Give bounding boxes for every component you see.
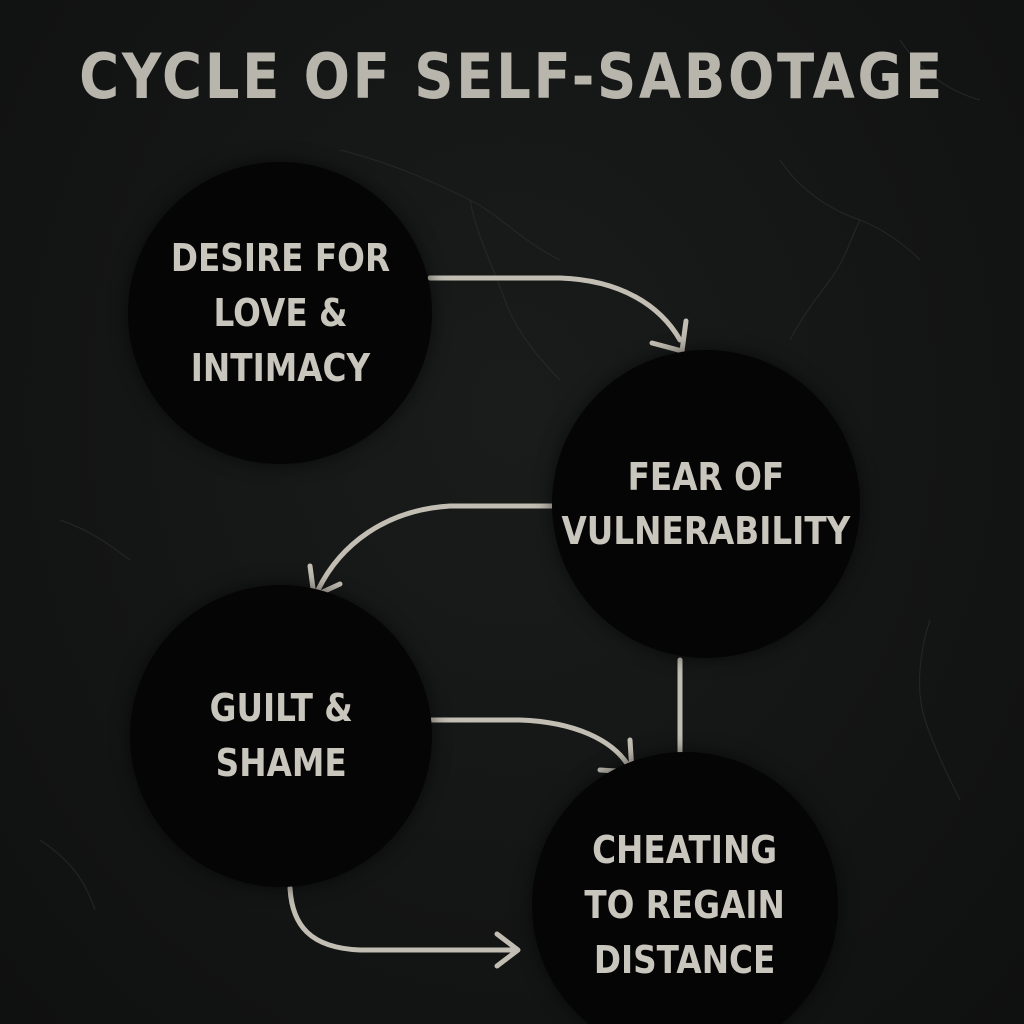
crack-line (918, 619, 961, 801)
node-fear-of-vulnerability: FEAR OF VULNERABILITY (552, 350, 860, 658)
node-label-line: GUILT & (209, 686, 353, 730)
arrow-fear-to-guilt (315, 503, 555, 593)
node-label-line: TO REGAIN (584, 882, 786, 927)
crack-line (59, 519, 131, 561)
node-label: DESIRE FOR LOVE & INTIMACY (170, 231, 389, 396)
node-label: FEAR OF VULNERABILITY (562, 450, 851, 558)
node-label-line: VULNERABILITY (561, 509, 851, 553)
node-label: GUILT & SHAME (209, 681, 352, 791)
arrow-guilt-to-cheating (429, 717, 631, 768)
diagram-title: CYCLE OF SELF-SABOTAGE (79, 40, 945, 113)
node-label-line: CHEATING (592, 827, 778, 872)
node-cheating-to-regain-distance: CHEATING TO REGAIN DISTANCE (532, 752, 838, 1024)
crack-line (39, 839, 96, 911)
arrowhead-guilt-down-to-cheating (494, 931, 521, 969)
arrow-guilt-down-to-cheating (287, 885, 518, 953)
node-label-line: LOVE & (212, 290, 348, 335)
crack-line (899, 39, 981, 101)
node-label: CHEATING TO REGAIN DISTANCE (585, 823, 786, 988)
node-guilt-and-shame: GUILT & SHAME (130, 585, 432, 887)
crack-line (789, 219, 861, 341)
crack-line (469, 199, 561, 381)
node-label-line: DISTANCE (594, 937, 776, 982)
crack-line (339, 149, 561, 261)
node-label-line: INTIMACY (190, 345, 370, 390)
arrow-desire-to-fear (427, 275, 683, 343)
node-desire-for-love: DESIRE FOR LOVE & INTIMACY (128, 162, 432, 464)
node-label-line: FEAR OF (627, 455, 785, 499)
node-label-line: SHAME (215, 741, 347, 785)
node-label-line: DESIRE FOR (170, 235, 390, 280)
